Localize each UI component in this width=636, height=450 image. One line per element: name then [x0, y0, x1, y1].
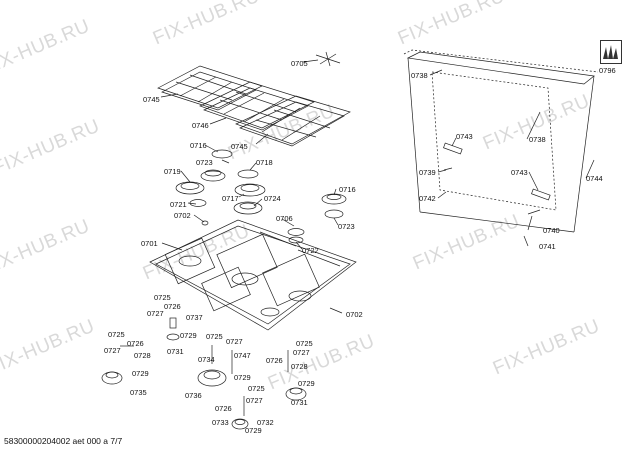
label-0718: 0718	[256, 158, 273, 167]
label-0729: 0729	[180, 331, 197, 340]
label-0736: 0736	[185, 391, 202, 400]
label-0733: 0733	[212, 418, 229, 427]
label-0728: 0728	[291, 362, 308, 371]
wok-adapter	[315, 51, 341, 67]
hob-top-plate	[149, 219, 357, 331]
label-0701: 0701	[141, 239, 158, 248]
label-0738: 0738	[411, 71, 428, 80]
label-0719: 0719	[164, 167, 181, 176]
label-0726: 0726	[215, 404, 232, 413]
label-0723: 0723	[196, 158, 213, 167]
label-0721: 0721	[170, 200, 187, 209]
label-0702: 0702	[346, 310, 363, 319]
label-0727: 0727	[246, 396, 263, 405]
label-0725: 0725	[296, 339, 313, 348]
label-0747: 0747	[234, 351, 251, 360]
label-0742: 0742	[419, 194, 436, 203]
label-0741: 0741	[539, 242, 556, 251]
label-0727: 0727	[147, 309, 164, 318]
pan-support-middle	[199, 81, 315, 131]
gas-tap-center	[197, 345, 233, 387]
label-0729: 0729	[132, 369, 149, 378]
label-0728: 0728	[134, 351, 151, 360]
label-0734: 0734	[198, 355, 215, 364]
gas-tap-right	[285, 350, 307, 401]
label-0744: 0744	[586, 174, 603, 183]
gas-tap-bottom	[231, 396, 249, 430]
label-0705: 0705	[291, 59, 308, 68]
pan-support-right	[235, 95, 351, 147]
label-0717: 0717	[222, 194, 239, 203]
label-0702: 0702	[174, 211, 191, 220]
label-0725: 0725	[206, 332, 223, 341]
label-0725: 0725	[108, 330, 125, 339]
label-0737: 0737	[186, 313, 203, 322]
label-0729: 0729	[298, 379, 315, 388]
label-0726: 0726	[127, 339, 144, 348]
label-0724: 0724	[264, 194, 281, 203]
label-0716: 0716	[339, 185, 356, 194]
label-0725: 0725	[248, 384, 265, 393]
label-0731: 0731	[167, 347, 184, 356]
label-0727: 0727	[293, 348, 310, 357]
label-0743: 0743	[456, 132, 473, 141]
pan-support-left	[157, 65, 263, 111]
label-0727: 0727	[104, 346, 121, 355]
label-0746: 0746	[192, 121, 209, 130]
label-0725: 0725	[154, 293, 171, 302]
label-0739: 0739	[419, 168, 436, 177]
label-0723: 0723	[338, 222, 355, 231]
label-0732: 0732	[257, 418, 274, 427]
label-0729: 0729	[234, 373, 251, 382]
label-0727: 0727	[226, 337, 243, 346]
label-0731: 0731	[291, 398, 308, 407]
logo-icon	[603, 45, 618, 59]
label-0738: 0738	[529, 135, 546, 144]
label-0716: 0716	[190, 141, 207, 150]
label-0726: 0726	[164, 302, 181, 311]
gas-tap-left	[101, 317, 180, 385]
glass-lid	[406, 51, 595, 233]
document-footer: 58300000204002 aet 000 a 7/7	[4, 436, 123, 446]
label-0745: 0745	[231, 142, 248, 151]
label-0735: 0735	[130, 388, 147, 397]
manufacturer-logo	[600, 40, 622, 64]
label-0706: 0706	[276, 214, 293, 223]
label-0726: 0726	[266, 356, 283, 365]
label-0745: 0745	[143, 95, 160, 104]
label-0740: 0740	[543, 226, 560, 235]
label-0796: 0796	[599, 66, 616, 75]
label-0729: 0729	[245, 426, 262, 435]
label-0743: 0743	[511, 168, 528, 177]
label-0722: 0722	[302, 246, 319, 255]
